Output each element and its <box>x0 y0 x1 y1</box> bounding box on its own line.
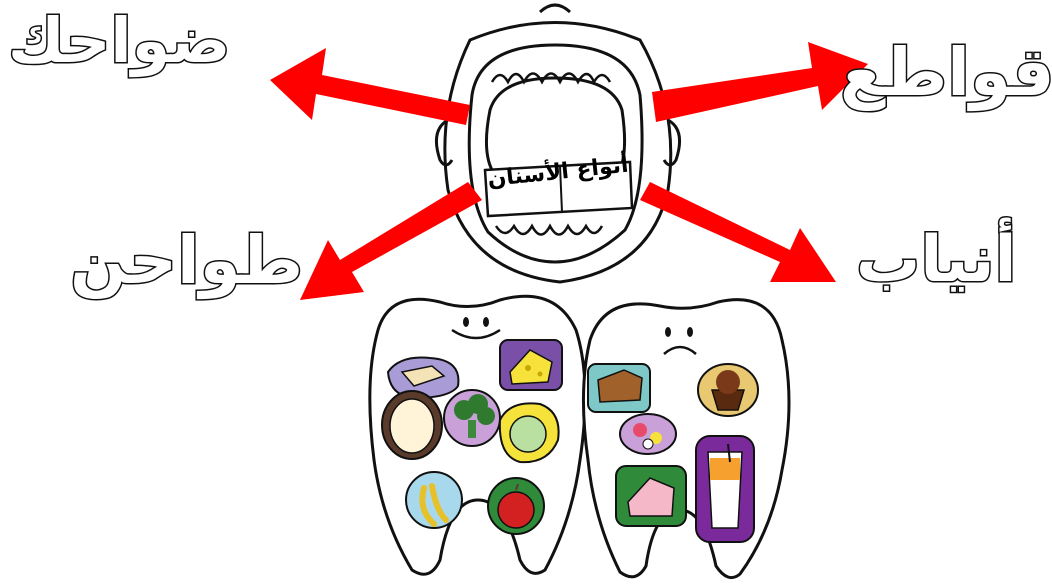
cupcake-icon <box>698 364 758 416</box>
label-canines: أنياب <box>856 228 1016 292</box>
broccoli-icon <box>444 390 500 446</box>
cabbage-icon <box>500 403 559 462</box>
slice-cake-icon <box>616 466 686 526</box>
label-premolars: ضواحك <box>8 10 230 72</box>
sad-tooth-icon <box>583 300 789 578</box>
orange-soda-icon <box>696 436 754 542</box>
open-mouth-icon <box>436 5 679 282</box>
egg-icon <box>382 391 442 459</box>
apple-icon <box>488 478 544 534</box>
candy-icon <box>620 414 676 454</box>
bread-icon <box>388 358 458 398</box>
happy-tooth-icon <box>370 296 585 574</box>
label-incisors: قواطع <box>840 40 1052 106</box>
cheese-icon <box>500 340 562 390</box>
label-molars: طواحن <box>70 228 303 294</box>
cake-icon <box>588 364 650 412</box>
banana-icon <box>406 472 462 528</box>
